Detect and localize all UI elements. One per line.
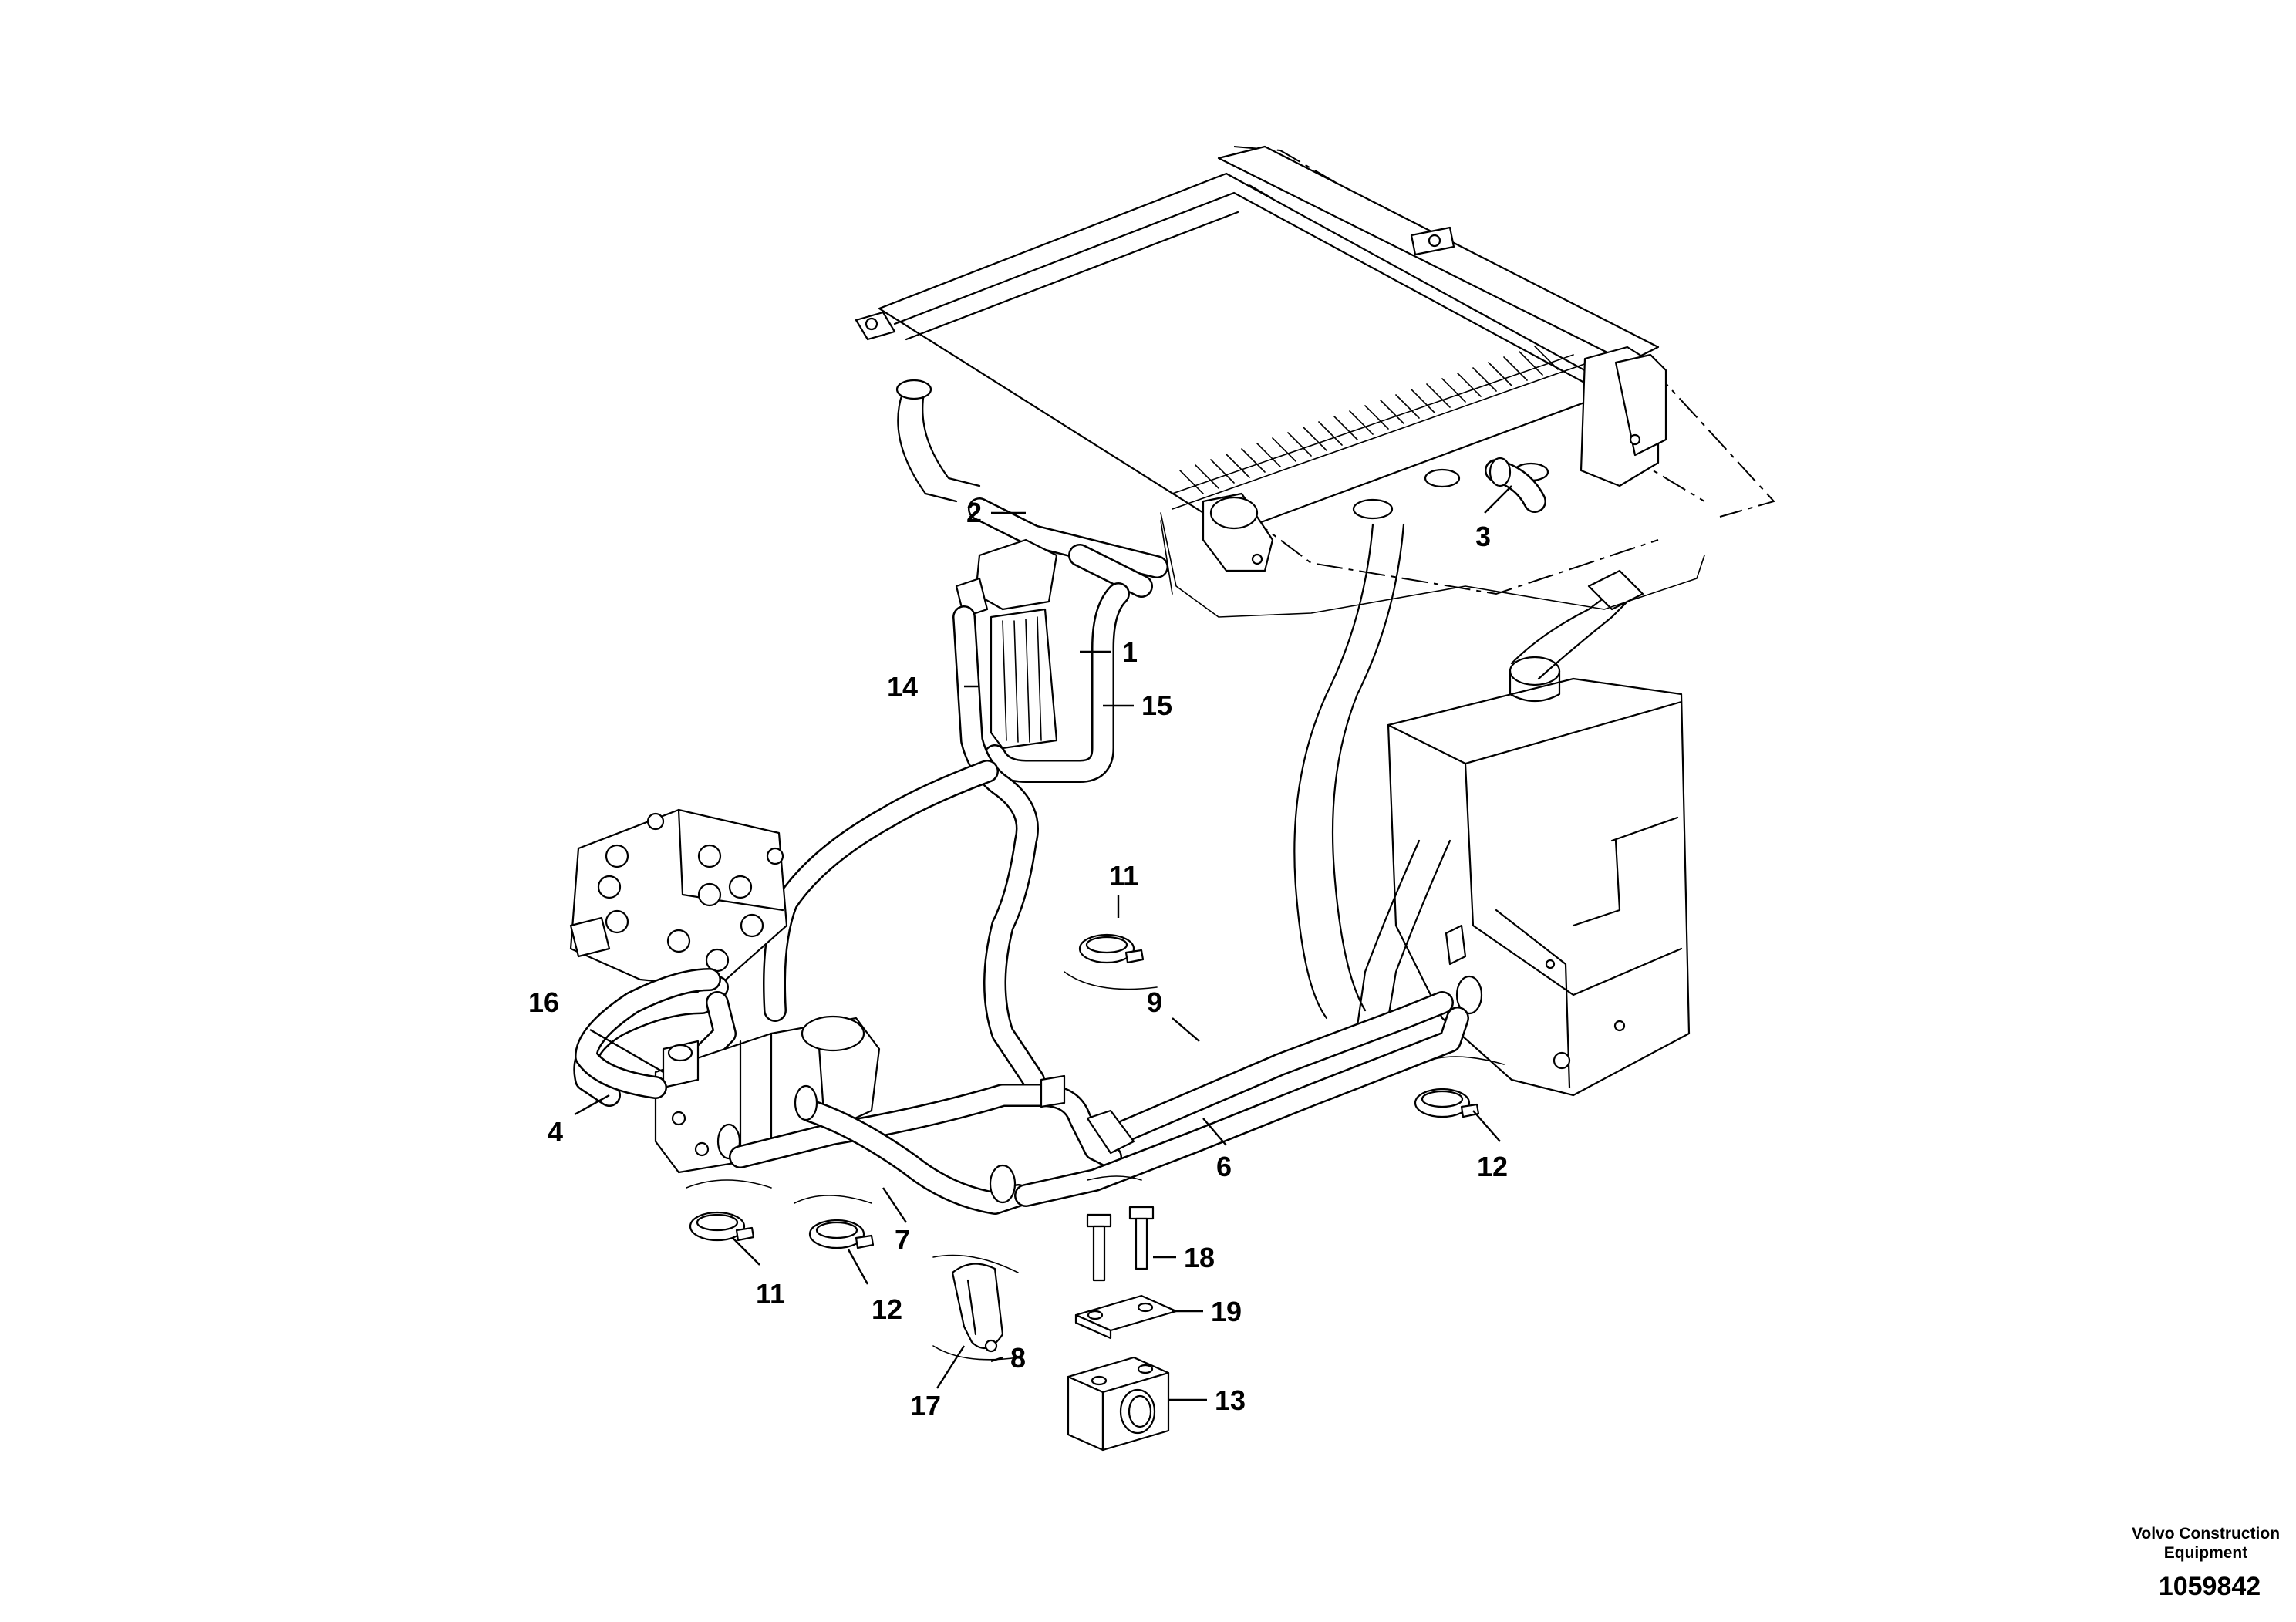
callout-11-lower: 11 xyxy=(756,1278,785,1310)
callout-12-right: 12 xyxy=(1477,1151,1508,1182)
callout-7: 7 xyxy=(895,1224,910,1256)
callout-labels: 2 3 1 14 15 11 9 6 12 16 4 7 11 12 18 19… xyxy=(528,497,1508,1421)
plate-19 xyxy=(1074,1294,1178,1340)
callout-14: 14 xyxy=(887,671,918,703)
callout-11-upper: 11 xyxy=(1109,860,1138,892)
callout-15: 15 xyxy=(1141,690,1172,721)
return-filter-assembly xyxy=(763,497,1168,1091)
callout-9: 9 xyxy=(1147,986,1162,1018)
callout-13: 13 xyxy=(1215,1384,1246,1416)
callout-18: 18 xyxy=(1184,1242,1215,1273)
brand-line-2: Equipment xyxy=(2164,1544,2248,1562)
callout-8: 8 xyxy=(1010,1342,1026,1374)
oil-cooler xyxy=(855,145,1775,595)
hose-clamps xyxy=(686,933,1505,1249)
cooler-fins xyxy=(1172,346,1590,510)
pipe-clamp-17 xyxy=(932,1254,1019,1361)
drawing-number: 1059842 xyxy=(2159,1572,2261,1601)
leader-lines xyxy=(574,485,1512,1401)
callout-4: 4 xyxy=(548,1116,563,1148)
callout-17: 17 xyxy=(910,1390,941,1421)
callout-6: 6 xyxy=(1216,1151,1232,1182)
drawing-footer: Volvo Construction Equipment 1059842 xyxy=(2132,1525,2280,1601)
callout-1: 1 xyxy=(1122,636,1138,668)
callout-3: 3 xyxy=(1475,521,1491,552)
callout-2: 2 xyxy=(966,497,982,528)
control-valve xyxy=(569,808,788,989)
callout-16: 16 xyxy=(528,986,559,1018)
support-block-13 xyxy=(1067,1356,1170,1452)
callout-12-lower: 12 xyxy=(872,1293,902,1325)
callout-19: 19 xyxy=(1211,1296,1242,1327)
pump-hoses xyxy=(575,968,1469,1215)
large-return-hoses xyxy=(1160,512,1705,1027)
hydraulic-tank xyxy=(1387,569,1691,1097)
bolts-18 xyxy=(1086,1175,1155,1282)
brand-line-1: Volvo Construction xyxy=(2132,1525,2280,1543)
